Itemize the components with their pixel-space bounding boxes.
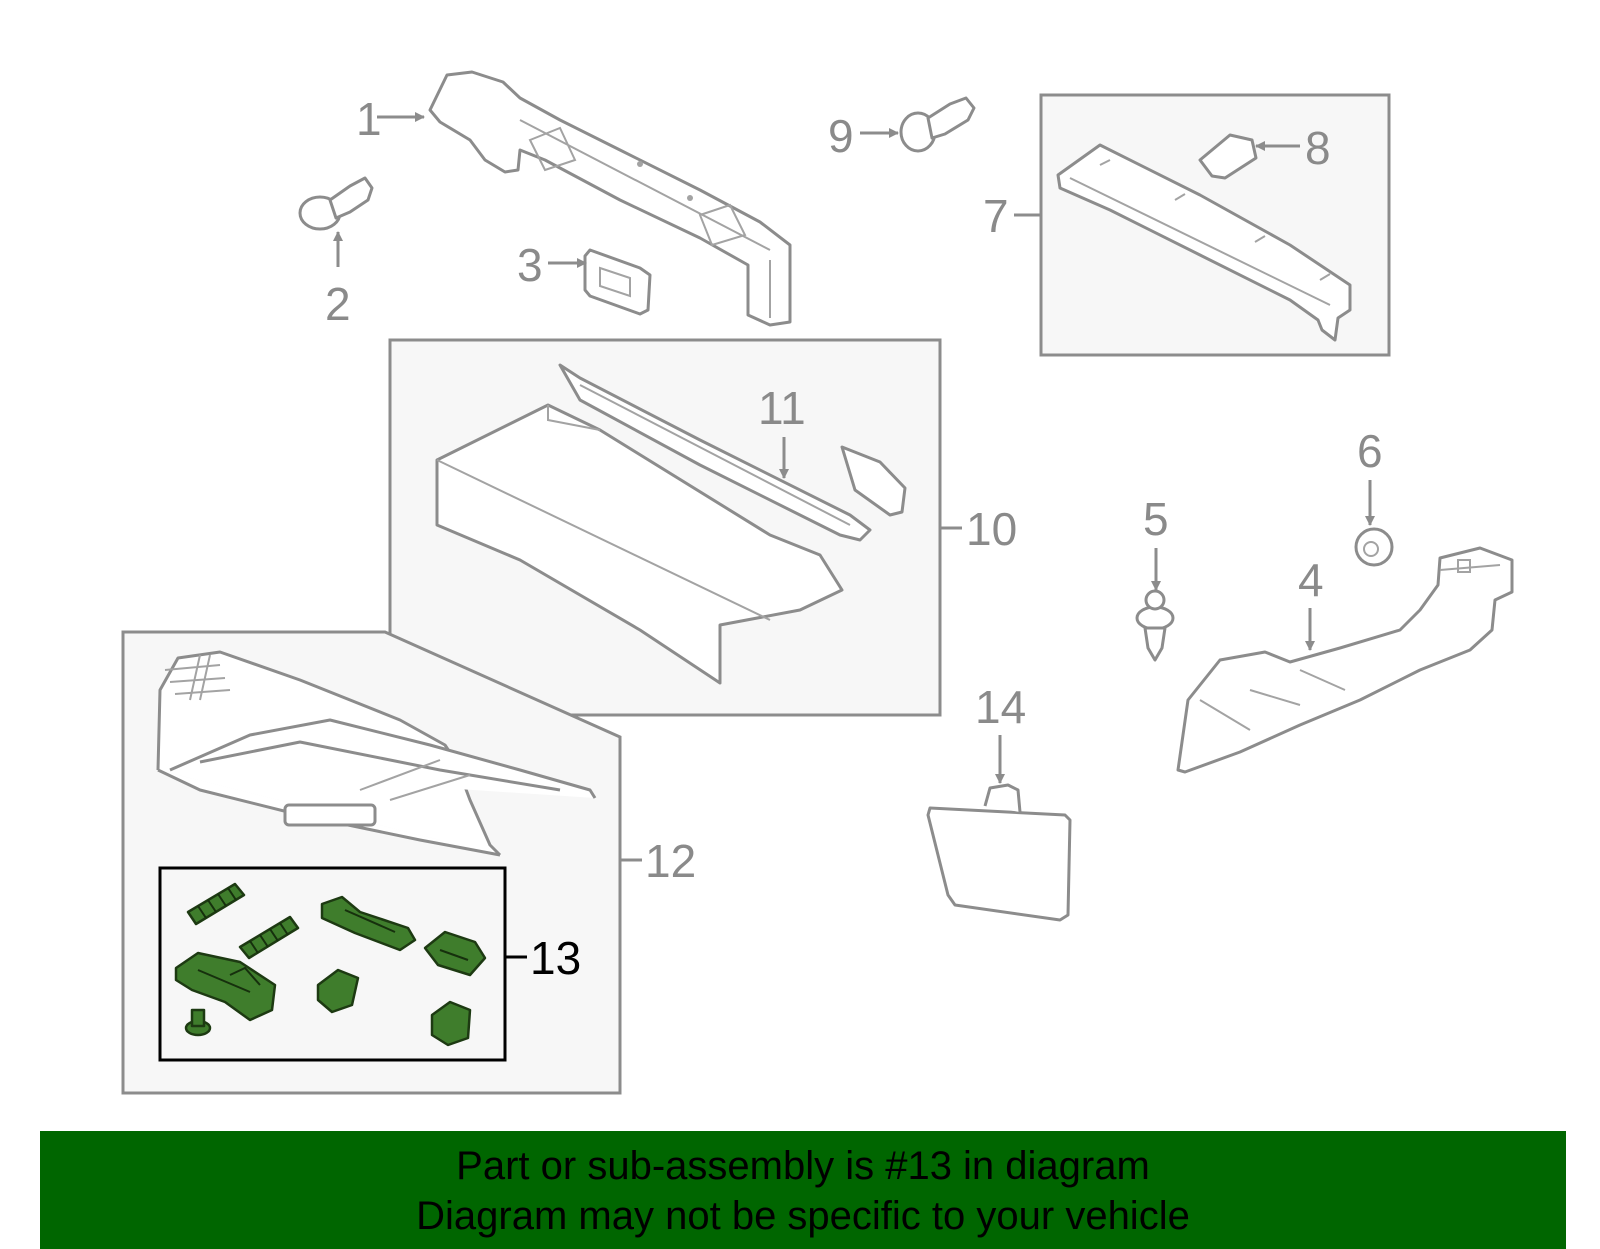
callout-5: 5 xyxy=(1143,493,1169,545)
banner-line-1: Part or sub-assembly is #13 in diagram xyxy=(456,1144,1150,1188)
callout-7: 7 xyxy=(983,190,1009,242)
part-7-rail[interactable] xyxy=(1056,143,1352,342)
callout-10: 10 xyxy=(966,503,1017,555)
callout-1: 1 xyxy=(356,93,382,145)
callout-2: 2 xyxy=(325,278,351,330)
part-2-push-pin[interactable] xyxy=(298,176,374,231)
part-9-push-pin[interactable] xyxy=(899,96,976,153)
info-banner: Part or sub-assembly is #13 in diagram D… xyxy=(40,1131,1566,1249)
callout-12: 12 xyxy=(645,835,696,887)
callout-11: 11 xyxy=(758,382,806,434)
part-12-cargo-net[interactable] xyxy=(156,650,597,857)
box-7 xyxy=(1039,93,1391,357)
part-3-clip[interactable] xyxy=(583,248,652,316)
part-4-side-trim[interactable] xyxy=(1176,546,1514,774)
part-6-grommet[interactable] xyxy=(1354,527,1394,567)
part-13-hardware-kit[interactable] xyxy=(174,882,487,1047)
part-10-cargo-cover[interactable] xyxy=(435,403,844,685)
callout-3: 3 xyxy=(517,239,543,291)
part-1-trim-panel[interactable] xyxy=(428,70,792,327)
part-11-strip[interactable] xyxy=(558,363,907,542)
part-8-bracket[interactable] xyxy=(1198,133,1258,180)
leader-lines xyxy=(333,112,1375,959)
callouts: 1 2 3 9 8 7 11 10 5 6 4 14 12 13 xyxy=(325,93,1383,984)
banner-line-2: Diagram may not be specific to your vehi… xyxy=(416,1194,1190,1238)
callout-8: 8 xyxy=(1305,122,1331,174)
callout-6: 6 xyxy=(1357,425,1383,477)
callout-9: 9 xyxy=(828,110,854,162)
callout-4: 4 xyxy=(1298,554,1324,606)
part-5-push-retainer[interactable] xyxy=(1135,589,1175,662)
part-14-storage-bag[interactable] xyxy=(926,783,1072,922)
callout-14: 14 xyxy=(975,681,1026,733)
callout-13: 13 xyxy=(530,932,581,984)
